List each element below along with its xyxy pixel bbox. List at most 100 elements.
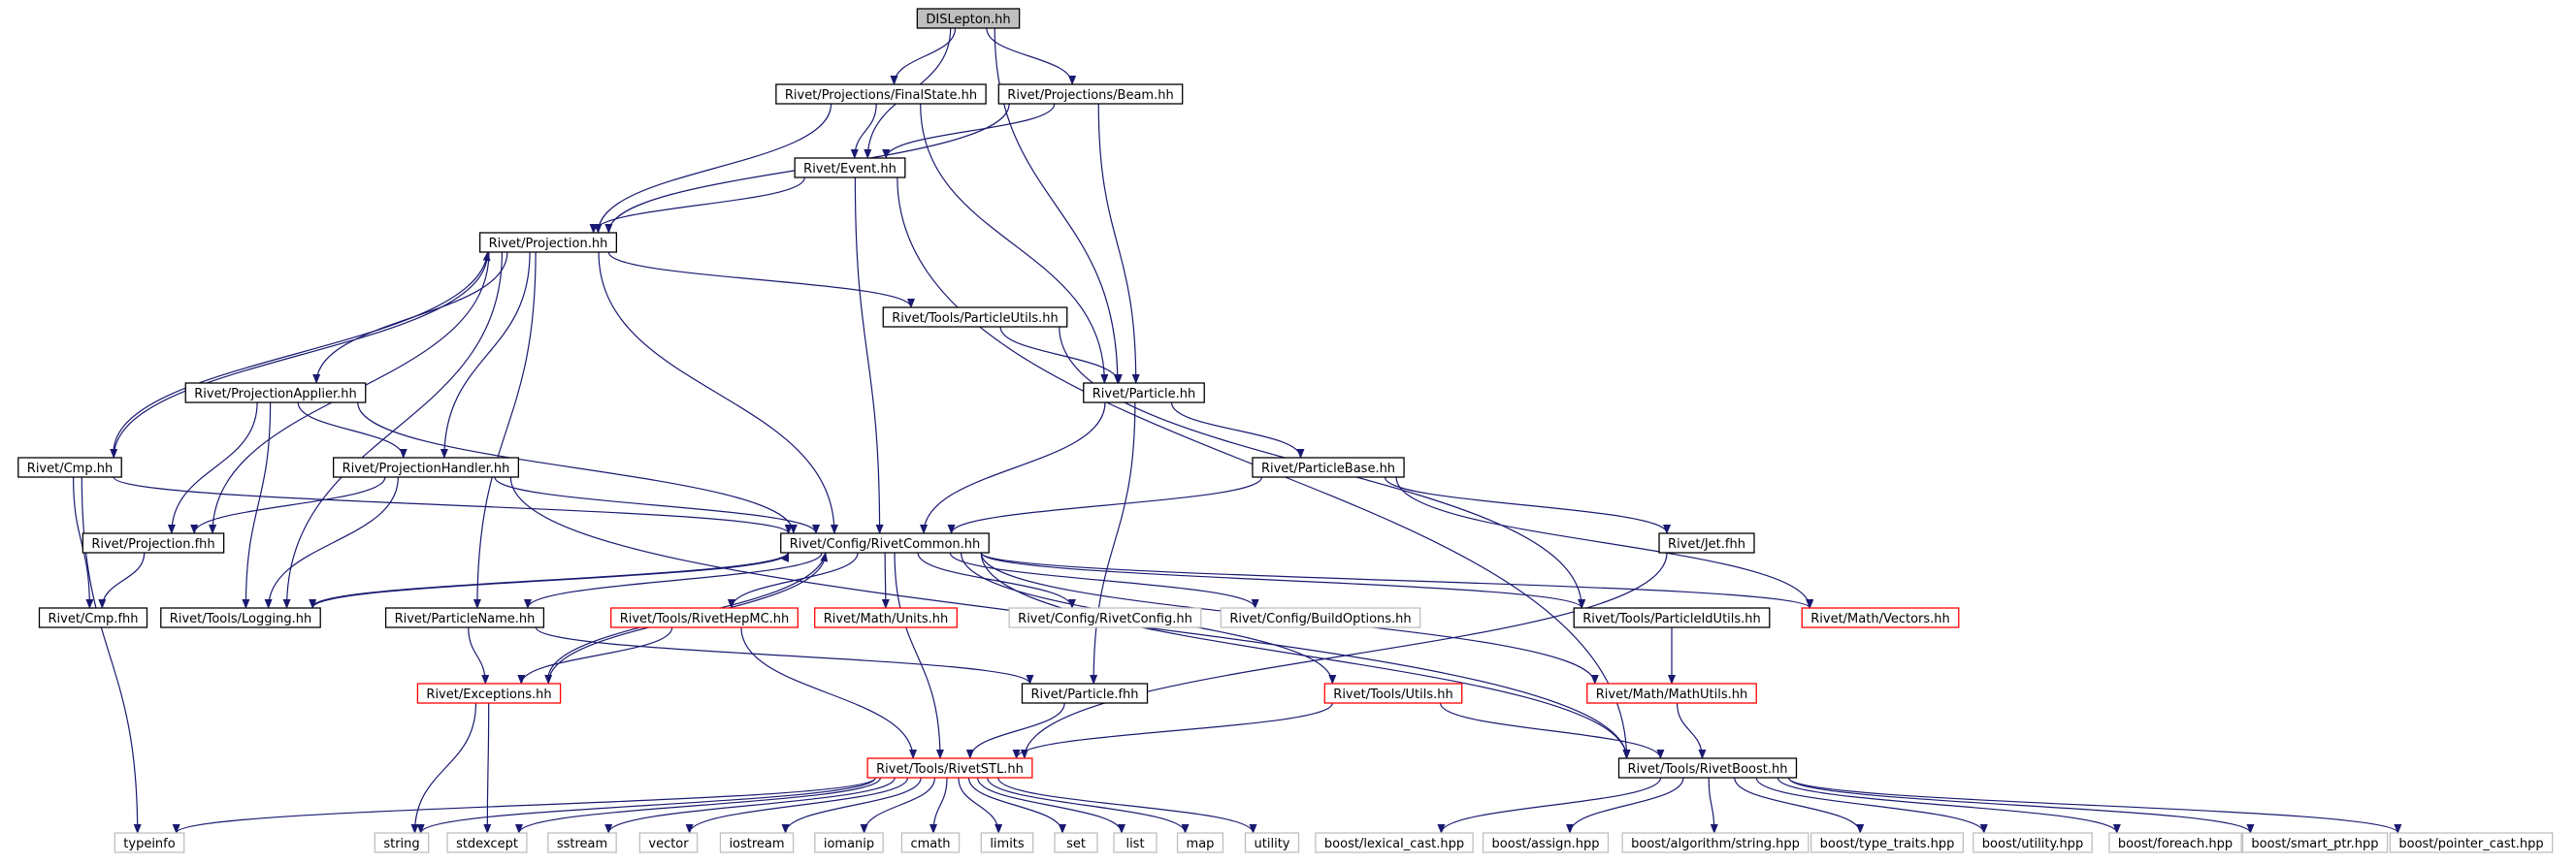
node-box — [1621, 832, 1810, 853]
node-label: string — [383, 837, 419, 851]
node-butility[interactable]: boost/utility.hpp — [1973, 832, 2093, 853]
node-label: Rivet/Tools/ParticleUtils.hh — [892, 311, 1058, 326]
node-mathutils[interactable]: Rivet/Math/MathUtils.hh — [1586, 683, 1757, 704]
node-assign[interactable]: boost/assign.hpp — [1482, 832, 1610, 853]
node-label: Rivet/ParticleBase.hh — [1261, 462, 1395, 476]
edge-rivetstl-to-list — [977, 777, 1125, 834]
node-label: vector — [648, 837, 689, 851]
node-label: Rivet/ProjectionHandler.hh — [342, 462, 510, 476]
node-rivetcommon[interactable]: Rivet/Config/RivetCommon.hh — [780, 532, 990, 554]
node-utils[interactable]: Rivet/Tools/Utils.hh — [1323, 683, 1463, 704]
node-box — [1973, 832, 2093, 853]
node-exceptions[interactable]: Rivet/Exceptions.hh — [416, 683, 562, 704]
node-label: Rivet/Tools/RivetHepMC.hh — [620, 612, 790, 626]
node-box — [2389, 832, 2554, 853]
node-vector[interactable]: vector — [638, 832, 699, 853]
node-buildoptions[interactable]: Rivet/Config/BuildOptions.hh — [1220, 607, 1421, 628]
node-box — [1658, 532, 1755, 554]
node-lexicalcast[interactable]: boost/lexical_cast.hpp — [1315, 832, 1474, 853]
node-event[interactable]: Rivet/Event.hh — [794, 157, 906, 178]
node-vectors[interactable]: Rivet/Math/Vectors.hh — [1801, 607, 1960, 628]
node-label: sstream — [557, 837, 607, 851]
node-projection[interactable]: Rivet/Projection.hh — [478, 232, 618, 253]
edge-cmp-to-cmpfhh — [73, 476, 94, 609]
node-sstream[interactable]: sstream — [547, 832, 617, 853]
node-label: limits — [990, 837, 1025, 851]
node-box — [1810, 832, 1965, 853]
node-iomanip[interactable]: iomanip — [814, 832, 884, 853]
node-rivetboost[interactable]: Rivet/Tools/RivetBoost.hh — [1617, 757, 1798, 779]
node-box — [610, 607, 799, 628]
edge-particlefhh-to-rivetstl — [965, 702, 1065, 759]
node-typeinfo[interactable]: typeinfo — [114, 832, 185, 853]
node-particlename[interactable]: Rivet/ParticleName.hh — [384, 607, 545, 628]
node-iostream[interactable]: iostream — [719, 832, 795, 853]
node-label: Rivet/Projection.fhh — [91, 537, 214, 552]
node-label: boost/foreach.hpp — [2118, 837, 2233, 851]
edge-finalstate-to-event — [850, 103, 877, 159]
edge-particleutils-to-particle — [999, 326, 1123, 384]
node-box — [916, 8, 1021, 29]
edge-beam-to-event — [882, 103, 1056, 159]
node-string[interactable]: string — [374, 832, 430, 853]
node-rivethepmc[interactable]: Rivet/Tools/RivetHepMC.hh — [610, 607, 799, 628]
edge-rivetcommon-to-rivetconfig — [917, 552, 1076, 609]
node-particle[interactable]: Rivet/Particle.hh — [1083, 382, 1205, 403]
node-box — [2241, 832, 2389, 853]
node-box — [1083, 382, 1205, 403]
node-label: typeinfo — [123, 837, 175, 851]
node-box — [638, 832, 699, 853]
node-pointercast[interactable]: boost/pointer_cast.hpp — [2389, 832, 2554, 853]
node-projapplier[interactable]: Rivet/ProjectionApplier.hh — [184, 382, 367, 403]
node-algostring[interactable]: boost/algorithm/string.hpp — [1621, 832, 1810, 853]
node-particleutils[interactable]: Rivet/Tools/ParticleUtils.hh — [882, 306, 1068, 328]
node-particlebase[interactable]: Rivet/ParticleBase.hh — [1252, 457, 1405, 478]
edge-rivetstl-to-vector — [685, 777, 909, 834]
node-stdexcept[interactable]: stdexcept — [446, 832, 528, 853]
node-projhandler[interactable]: Rivet/ProjectionHandler.hh — [332, 457, 520, 478]
edge-utils-to-rivetstl — [1012, 702, 1333, 759]
node-box — [1617, 757, 1798, 779]
edge-rivetstl-to-sstream — [604, 777, 896, 834]
edge-projfhh-to-cmpfhh — [98, 552, 146, 609]
node-set[interactable]: set — [1054, 832, 1098, 853]
node-particlefhh[interactable]: Rivet/Particle.fhh — [1021, 683, 1149, 704]
edge-event-to-projection — [589, 176, 805, 234]
node-finalstate[interactable]: Rivet/Projections/FinalState.hh — [775, 83, 987, 105]
edge-cmp-to-projection — [113, 251, 491, 459]
node-box — [478, 232, 618, 253]
node-utility[interactable]: utility — [1244, 832, 1300, 853]
node-dislepton[interactable]: DISLepton.hh — [916, 8, 1021, 29]
node-label: utility — [1255, 837, 1290, 851]
node-rivetconfig[interactable]: Rivet/Config/RivetConfig.hh — [1008, 607, 1202, 628]
node-beam[interactable]: Rivet/Projections/Beam.hh — [997, 83, 1184, 105]
edge-particle-to-rivetcommon — [920, 401, 1106, 534]
node-cmath[interactable]: cmath — [900, 832, 961, 853]
node-typetraits[interactable]: boost/type_traits.hpp — [1810, 832, 1965, 853]
edge-utils-to-rivetboost — [1440, 702, 1665, 759]
node-label: Rivet/Cmp.hh — [27, 462, 113, 476]
node-logging[interactable]: Rivet/Tools/Logging.hh — [160, 607, 321, 628]
edge-rivetstl-to-utility — [997, 777, 1257, 834]
node-rivetstl[interactable]: Rivet/Tools/RivetSTL.hh — [866, 757, 1033, 779]
node-smartptr[interactable]: boost/smart_ptr.hpp — [2241, 832, 2389, 853]
node-foreach[interactable]: boost/foreach.hpp — [2108, 832, 2242, 853]
node-map[interactable]: map — [1176, 832, 1224, 853]
node-jetfhh[interactable]: Rivet/Jet.fhh — [1658, 532, 1755, 554]
edge-exceptions-to-stdexcept — [483, 702, 492, 834]
edge-rivetstl-to-iomanip — [860, 777, 935, 834]
node-list[interactable]: list — [1113, 832, 1158, 853]
node-projfhh[interactable]: Rivet/Projection.fhh — [82, 532, 225, 554]
node-cmpfhh[interactable]: Rivet/Cmp.fhh — [38, 607, 148, 628]
edge-dislepton-to-finalstate — [890, 27, 957, 85]
node-box — [814, 832, 884, 853]
node-box — [1573, 607, 1771, 628]
node-box — [1801, 607, 1960, 628]
edge-rivetcommon-to-particlename — [524, 552, 823, 609]
node-label: Rivet/Projections/Beam.hh — [1007, 88, 1173, 103]
node-cmp[interactable]: Rivet/Cmp.hh — [17, 457, 122, 478]
node-label: list — [1125, 837, 1144, 851]
node-particleidutils[interactable]: Rivet/Tools/ParticleIdUtils.hh — [1573, 607, 1771, 628]
node-units[interactable]: Rivet/Math/Units.hh — [814, 607, 958, 628]
node-limits[interactable]: limits — [980, 832, 1034, 853]
